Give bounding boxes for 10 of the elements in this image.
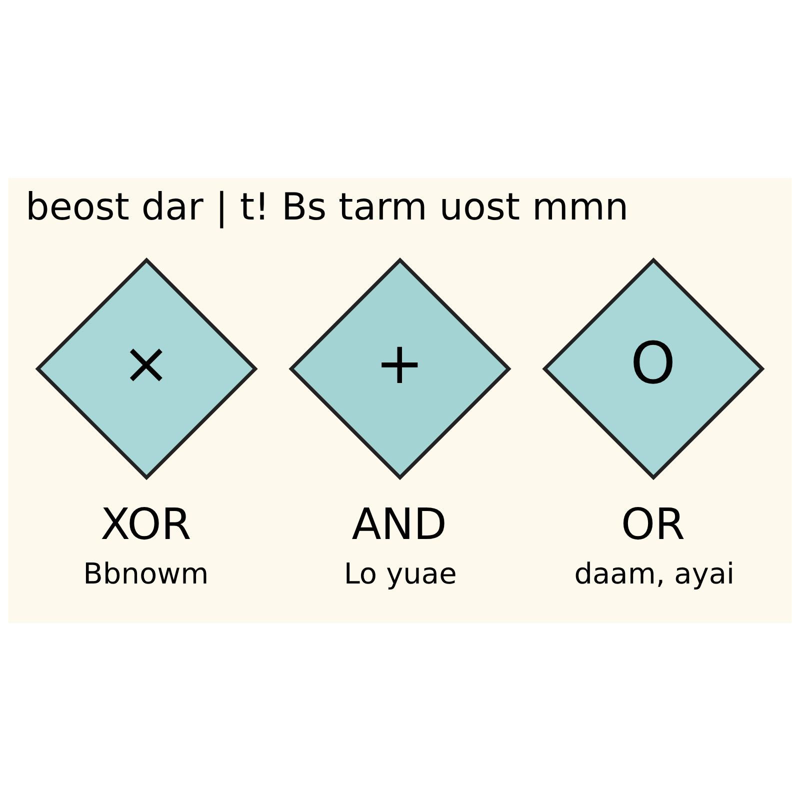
- node-label: Bbnowm: [83, 556, 209, 590]
- node-diamond: ×: [35, 257, 258, 480]
- node-label: Lo yuae: [344, 556, 457, 590]
- diagram-title: beost dar | t! Bs tarm uost mmn: [26, 184, 629, 228]
- node-diamond: +: [288, 257, 512, 480]
- node-label: daam, ayai: [574, 556, 735, 590]
- node-label: XOR: [100, 499, 192, 550]
- node-label: OR: [621, 499, 686, 550]
- node-diamond: O: [542, 257, 765, 480]
- node-label: AND: [352, 499, 447, 550]
